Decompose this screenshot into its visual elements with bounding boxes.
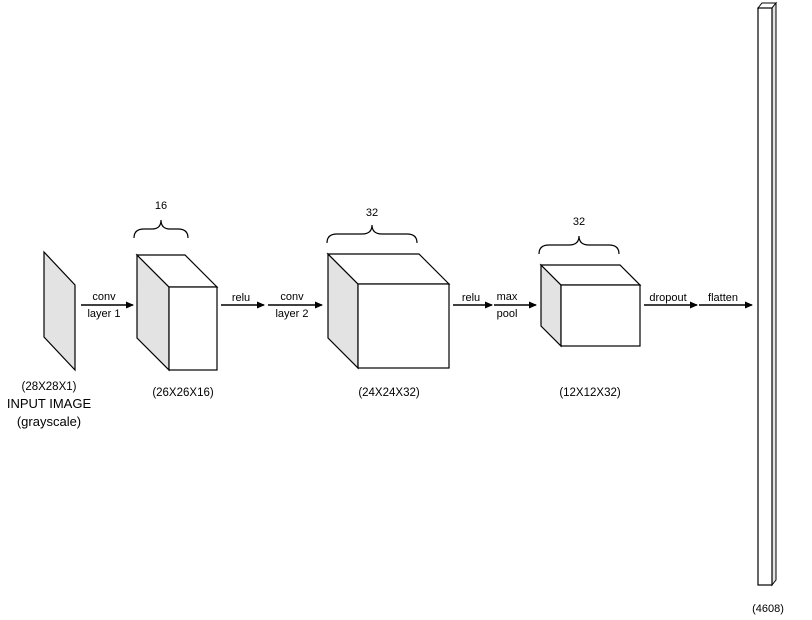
depth-label-3: 32 bbox=[573, 216, 585, 228]
output-dims-label: (4608) bbox=[752, 603, 784, 615]
conv2-label-top: conv bbox=[280, 291, 304, 303]
relu2-label: relu bbox=[462, 292, 480, 304]
flattened-vector bbox=[756, 1, 778, 587]
relu1-label: relu bbox=[232, 292, 250, 304]
feature-block-2 bbox=[326, 252, 451, 370]
depth-brace-3 bbox=[538, 235, 620, 255]
input-dims-label: (28X28X1) bbox=[22, 381, 77, 393]
dropout-label: dropout bbox=[649, 292, 686, 304]
input-image-slab bbox=[43, 250, 76, 372]
flatten-label: flatten bbox=[708, 292, 738, 304]
input-note-label: (grayscale) bbox=[17, 414, 81, 429]
conv1-label-top: conv bbox=[92, 291, 116, 303]
pool-label-top: max bbox=[497, 291, 518, 303]
depth-brace-2 bbox=[326, 224, 418, 244]
depth-brace-1 bbox=[133, 219, 189, 239]
feature-block-1 bbox=[135, 253, 219, 372]
block-2-dims-label: (24X24X32) bbox=[358, 387, 420, 399]
conv1-label-bottom: layer 1 bbox=[87, 308, 120, 320]
block-1-dims-label: (26X26X16) bbox=[152, 387, 214, 399]
block-3-dims-label: (12X12X32) bbox=[559, 387, 621, 399]
depth-label-1: 16 bbox=[155, 200, 167, 212]
feature-block-3 bbox=[539, 263, 642, 348]
pool-label-bottom: pool bbox=[497, 308, 518, 320]
depth-label-2: 32 bbox=[366, 207, 378, 219]
conv2-label-bottom: layer 2 bbox=[275, 308, 308, 320]
input-name-label: INPUT IMAGE bbox=[7, 396, 92, 411]
